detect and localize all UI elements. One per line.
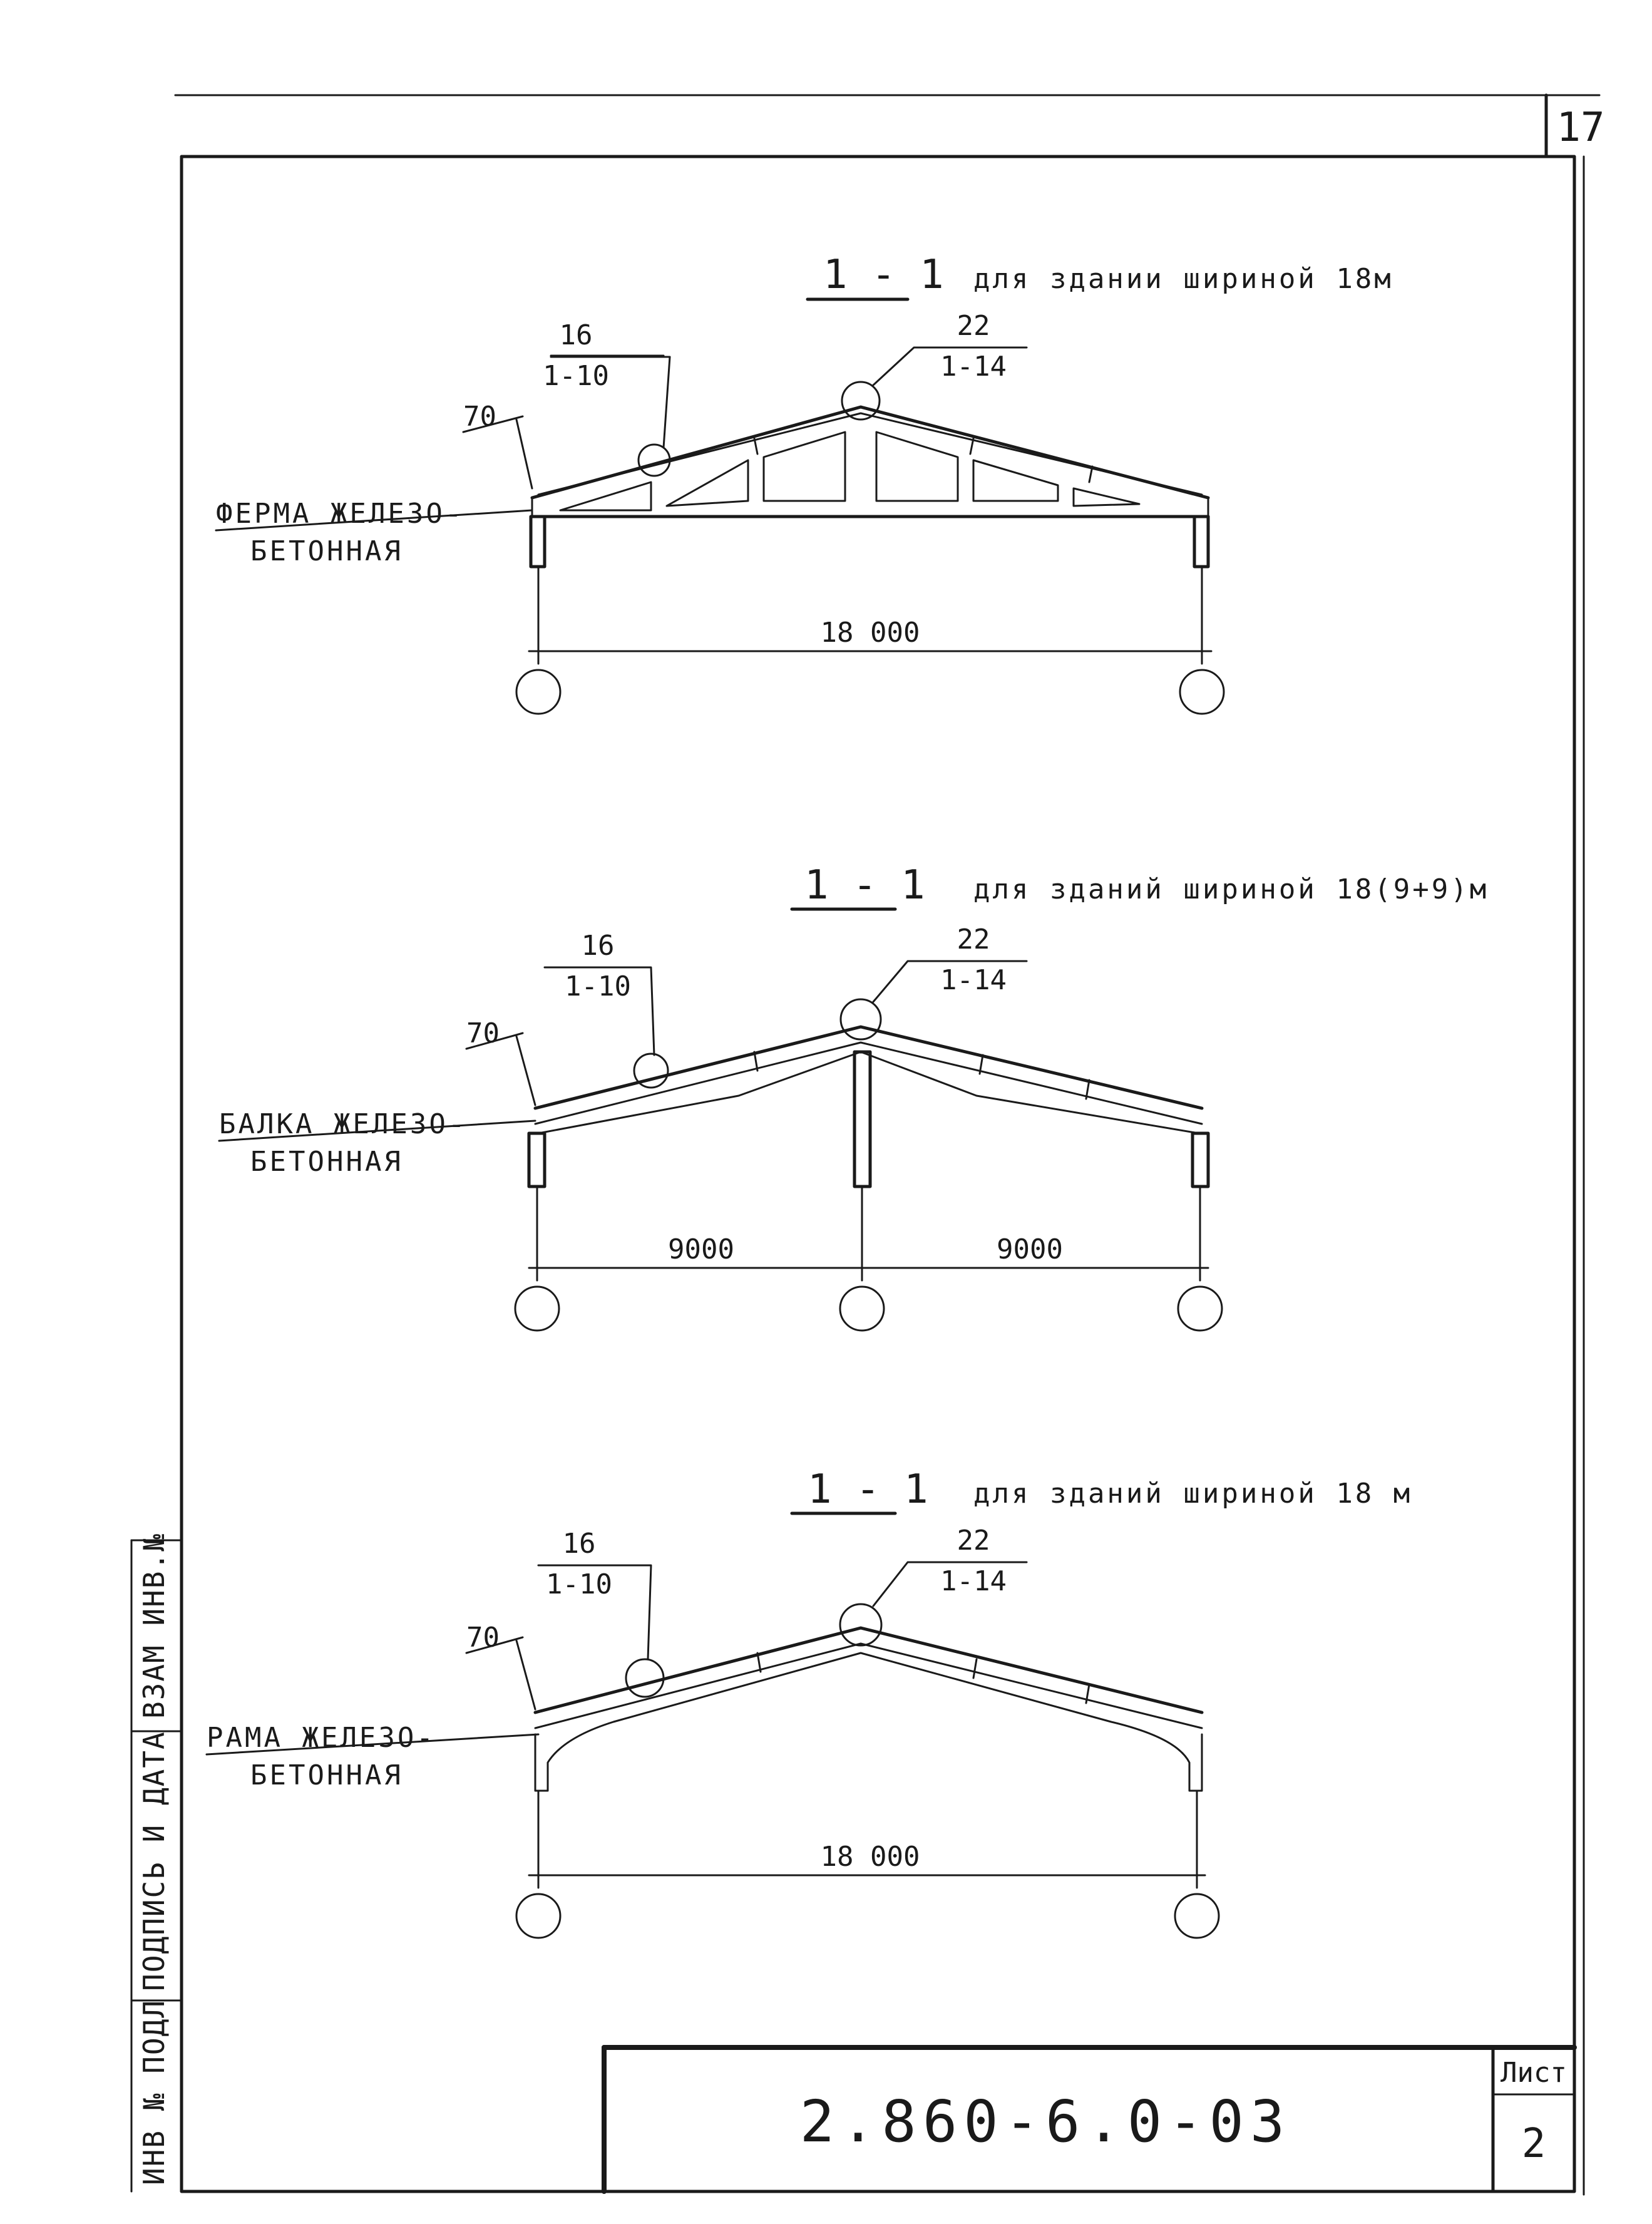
span-dim-3: 18 000 (821, 1841, 920, 1873)
callout-22-bottom-2: 1-14 (940, 964, 1007, 996)
section-frame: 1 - 1 для зданий шириной 18 м 16 1-10 22… (205, 1466, 1412, 1939)
callout-22-top-2: 22 (957, 924, 990, 955)
span-dim-2b: 9000 (997, 1233, 1063, 1265)
side-stamp: ИНВ № ПОДЛ ПОДПИСЬ И ДАТА ВЗАМ ИНВ.№ (137, 1533, 171, 2185)
section-2-title: для зданий шириной 18(9+9)м (973, 873, 1489, 905)
structure-label-2b: БЕТОННАЯ (250, 1146, 403, 1178)
beam-drawing (527, 1025, 1210, 1188)
callout-22-bottom: 1-14 (940, 351, 1007, 383)
section-3-mark: 1 - 1 (808, 1466, 928, 1513)
callout-16-top-2: 16 (582, 930, 615, 962)
sheet-label: Лист (1501, 2057, 1567, 2089)
sheet-frame (130, 93, 1601, 2196)
sheet-number: 2 (1522, 2121, 1546, 2167)
callout-16-top-3: 16 (563, 1528, 596, 1560)
section-3-title: для зданий шириной 18 м (973, 1478, 1412, 1510)
page-number: 17 (1556, 105, 1604, 151)
span-dim-2a: 9000 (668, 1233, 734, 1265)
truss-drawing (529, 405, 1210, 569)
structure-label-1b: БЕТОННАЯ (250, 535, 403, 567)
structure-label-3b: БЕТОННАЯ (250, 1759, 403, 1791)
callout-16-bottom-2: 1-10 (565, 970, 631, 1002)
stamp-signature-date: ПОДПИСЬ И ДАТА (137, 1731, 171, 1991)
frame-drawing (533, 1626, 1204, 1792)
callout-16-bottom: 1-10 (543, 360, 609, 392)
section-truss: 1 - 1 для здании шириной 18м (215, 252, 1393, 715)
section-beam: 1 - 1 для зданий шириной 18(9+9)м 16 1-1… (218, 862, 1489, 1332)
stamp-replaces-inv: ВЗАМ ИНВ.№ (137, 1533, 171, 1719)
callout-22-top: 22 (957, 310, 990, 342)
structure-label-2a: БАЛКА ЖЕЛЕЗО- (219, 1108, 467, 1140)
document-code: 2.860-6.0-03 (800, 2088, 1291, 2155)
section-1-mark: 1 - 1 (823, 252, 944, 298)
structure-label-3a: РАМА ЖЕЛЕЗО- (207, 1722, 436, 1754)
span-dim-1: 18 000 (821, 617, 920, 649)
structure-label-1a: ФЕРМА ЖЕЛЕЗО- (216, 498, 464, 530)
section-2-mark: 1 - 1 (804, 862, 925, 909)
callout-16-top: 16 (560, 319, 593, 351)
stamp-inv-original: ИНВ № ПОДЛ (137, 1999, 171, 2185)
section-1-title: для здании шириной 18м (973, 263, 1393, 295)
callout-22-top-3: 22 (957, 1525, 990, 1557)
callout-22-bottom-3: 1-14 (940, 1565, 1007, 1597)
callout-16-bottom-3: 1-10 (546, 1568, 612, 1600)
